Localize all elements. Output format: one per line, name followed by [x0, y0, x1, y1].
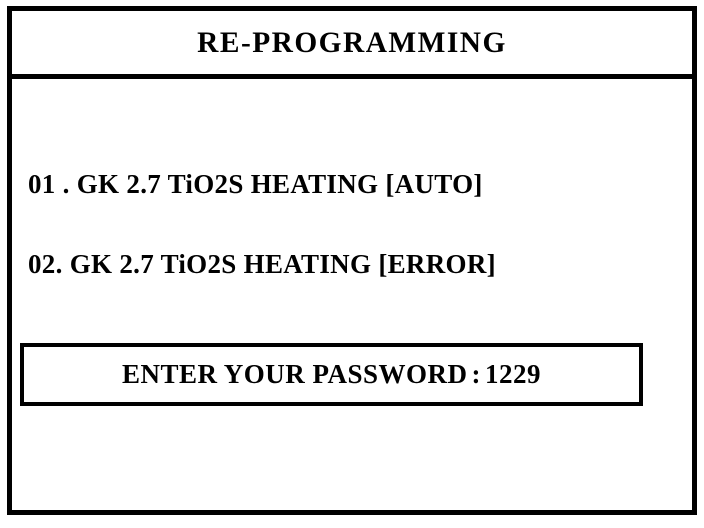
title-bar: RE-PROGRAMMING: [12, 11, 692, 79]
page-title: RE-PROGRAMMING: [197, 25, 507, 59]
password-separator: :: [471, 359, 482, 389]
list-item[interactable]: 02. GK 2.7 TiO2S HEATING [ERROR]: [28, 249, 496, 279]
list-item[interactable]: 01 . GK 2.7 TiO2S HEATING [AUTO]: [28, 169, 483, 199]
password-label: ENTER YOUR PASSWORD: [121, 359, 468, 389]
device-frame: RE-PROGRAMMING 01 . GK 2.7 TiO2S HEATING…: [7, 6, 697, 515]
body-area: 01 . GK 2.7 TiO2S HEATING [AUTO] 02. GK …: [12, 79, 692, 510]
password-value[interactable]: 1229: [485, 359, 542, 389]
password-input[interactable]: ENTER YOUR PASSWORD:1229: [20, 343, 643, 406]
password-prompt-line: ENTER YOUR PASSWORD:1229: [122, 361, 541, 388]
program-list: 01 . GK 2.7 TiO2S HEATING [AUTO] 02. GK …: [28, 171, 676, 278]
